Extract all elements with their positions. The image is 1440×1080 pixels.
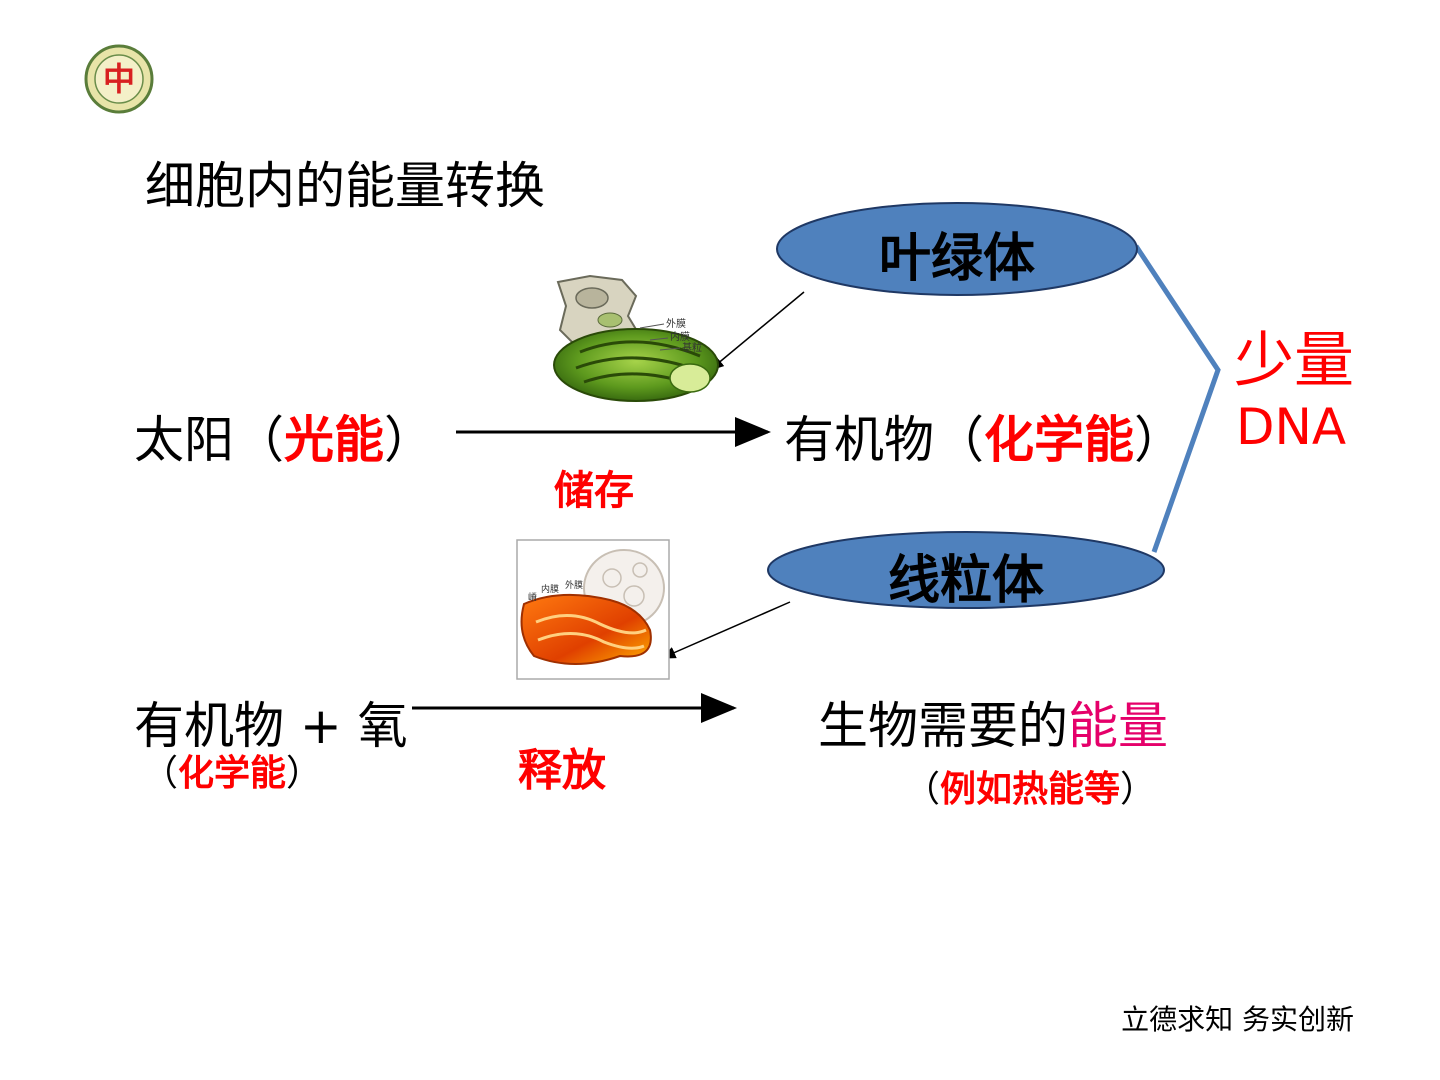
row2-reactants: 有机物 + 氧 bbox=[134, 697, 408, 755]
open-paren: （ bbox=[234, 411, 284, 469]
light-energy-label: 光能 bbox=[284, 411, 384, 469]
chemical-energy-label: 化学能 bbox=[984, 411, 1134, 469]
shared-feature-dna: DNA bbox=[1236, 398, 1347, 456]
shared-feature-small-amount: 少量 bbox=[1234, 326, 1354, 396]
mitochondrion-pointer-arrow bbox=[660, 601, 791, 659]
energy-label: 能量 bbox=[1068, 697, 1168, 755]
open-paren: （ bbox=[904, 769, 941, 810]
row1-source: 太阳（光能） bbox=[134, 400, 434, 472]
chloroplast-image: 外膜 内膜 基粒 bbox=[553, 274, 719, 402]
close-paren: ） bbox=[1134, 411, 1184, 469]
svg-text:外膜: 外膜 bbox=[666, 318, 686, 330]
row2-product: 生物需要的能量 bbox=[818, 686, 1168, 758]
bracket-line bbox=[1133, 244, 1221, 553]
organic-matter-label: 有机物 bbox=[784, 411, 934, 469]
row2-reactants-note: （化学能） bbox=[142, 744, 322, 796]
close-paren: ） bbox=[286, 753, 323, 794]
chloroplast-pointer-arrow bbox=[708, 291, 805, 371]
open-paren: （ bbox=[934, 411, 984, 469]
row1-product: 有机物（化学能） bbox=[784, 400, 1184, 472]
organism-needs-label: 生物需要的 bbox=[818, 697, 1068, 755]
sun-label: 太阳 bbox=[134, 411, 234, 469]
store-process-label: 储存 bbox=[554, 468, 634, 514]
svg-text:基粒: 基粒 bbox=[682, 341, 702, 354]
close-paren: ） bbox=[384, 411, 434, 469]
school-motto: 立德求知 务实创新 bbox=[1121, 1003, 1354, 1036]
svg-text:外膜: 外膜 bbox=[565, 579, 583, 591]
svg-text:内膜: 内膜 bbox=[670, 330, 690, 343]
chloroplast-oval bbox=[776, 202, 1138, 296]
open-paren: （ bbox=[142, 753, 179, 794]
row2-product-note: （例如热能等） bbox=[904, 760, 1156, 812]
mitochondrion-image: 内膜 外膜 嵴 bbox=[516, 539, 670, 680]
school-logo-icon: 中 bbox=[84, 44, 154, 114]
chloroplast-label: 叶绿体 bbox=[878, 229, 1035, 289]
svg-text:嵴: 嵴 bbox=[528, 591, 537, 603]
mitochondrion-label: 线粒体 bbox=[887, 551, 1044, 611]
page-title: 细胞内的能量转换 bbox=[145, 157, 545, 215]
close-paren: ） bbox=[1120, 769, 1157, 810]
heat-energy-example: 例如热能等 bbox=[940, 769, 1121, 810]
svg-text:中: 中 bbox=[103, 60, 135, 98]
mitochondrion-oval bbox=[767, 531, 1165, 609]
svg-text:内膜: 内膜 bbox=[541, 583, 559, 595]
reactants-chemical-energy: 化学能 bbox=[178, 753, 287, 794]
release-process-label: 释放 bbox=[518, 745, 606, 796]
